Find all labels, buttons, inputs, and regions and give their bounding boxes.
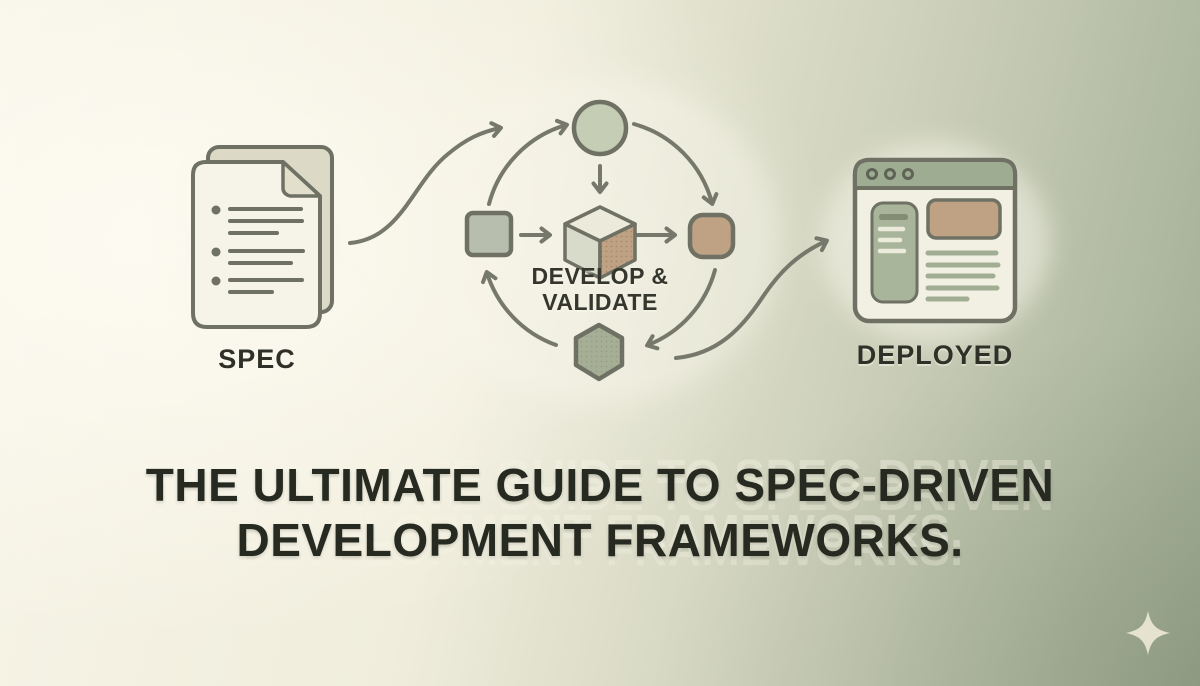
- headline: THE ULTIMATE GUIDE TO SPEC-DRIVEN DEVELO…: [0, 458, 1200, 568]
- arc-arrow-lower-left: [481, 270, 558, 347]
- headline-line1: THE ULTIMATE GUIDE TO SPEC-DRIVEN: [145, 459, 1055, 511]
- deployed-label: DEPLOYED: [856, 340, 1014, 370]
- front-page: [191, 160, 322, 329]
- content-text-lines: [925, 250, 1001, 302]
- square-node: [464, 210, 514, 258]
- cube-icon: [563, 205, 637, 280]
- bullet-list: [211, 205, 305, 294]
- arc-arrow-upper-right: [632, 122, 719, 206]
- browser-window-icon: [852, 157, 1018, 324]
- arrows: [348, 118, 829, 360]
- sidebar-menu-lines: [877, 226, 907, 254]
- sparkle-icon: [1126, 611, 1170, 655]
- window-control-dots: [866, 168, 914, 180]
- arc-arrow-upper-left: [487, 118, 569, 206]
- rounded-square-node: [687, 212, 736, 260]
- develop-validate-label: DEVELOP & VALIDATE: [490, 263, 710, 315]
- hero-banner-block: [926, 198, 1002, 240]
- headline-line2: DEVELOPMENT FRAMEWORKS.: [236, 514, 964, 566]
- hexagon-node: [573, 322, 625, 382]
- arrow-cycle-to-deployed: [674, 236, 829, 360]
- arc-arrow-lower-right: [645, 268, 717, 351]
- cycle-diagram: [464, 99, 736, 382]
- browser-header-bar: [853, 158, 1017, 190]
- spec-document-icon: [191, 145, 334, 329]
- arrow-spec-to-cycle: [348, 121, 503, 245]
- circle-node: [571, 99, 629, 157]
- sidebar-header-stripe: [879, 214, 908, 220]
- develop-validate-line2: VALIDATE: [542, 289, 658, 315]
- folded-corner: [281, 160, 322, 198]
- spec-label: SPEC: [218, 344, 296, 374]
- develop-validate-line1: DEVELOP &: [531, 263, 669, 289]
